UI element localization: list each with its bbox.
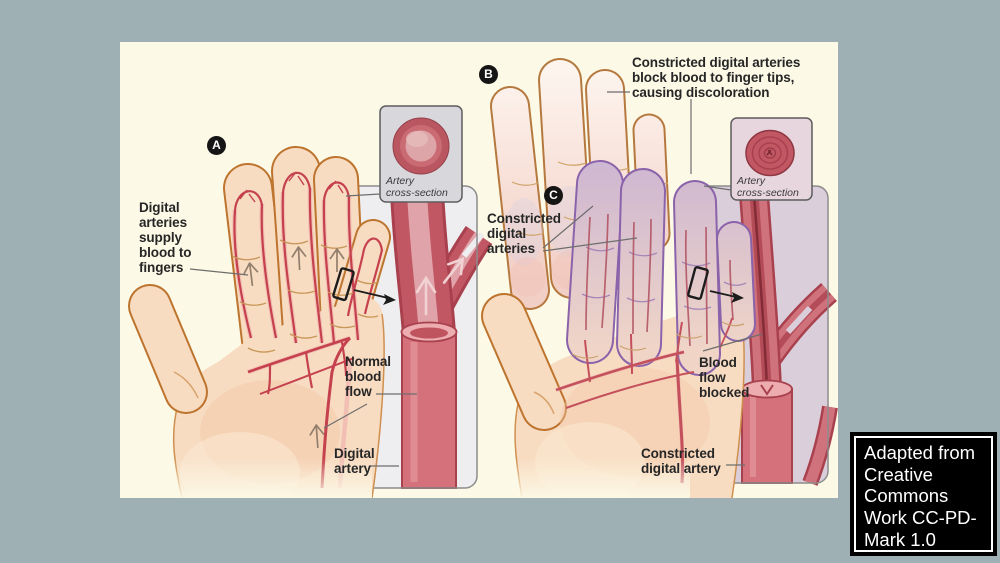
attribution-text: Adapted from Creative Commons Work CC-PD… <box>864 442 977 550</box>
normal-artery-illustration <box>390 190 493 489</box>
finger-creases <box>231 239 380 353</box>
digital-arteries <box>233 171 384 489</box>
leader-lines <box>189 91 763 467</box>
label-digital-arteries-supply: Digital arteries supply blood to fingers <box>139 200 192 275</box>
thumb <box>128 284 208 414</box>
cross-section-inset-right <box>730 117 813 201</box>
zoom-marker-left <box>332 267 396 305</box>
label-artery-cross-section-right: Artery cross-section <box>737 175 799 199</box>
badge-b: B <box>479 65 498 84</box>
label-constricted-digital-artery: Constricted digital artery <box>641 446 721 476</box>
label-normal-blood-flow: Normal blood flow <box>345 354 391 399</box>
label-artery-cross-section-left: Artery cross-section <box>386 175 448 199</box>
purple-finger-creases <box>581 246 747 310</box>
flow-direction-arrows <box>243 246 345 449</box>
hand-a-normal <box>128 146 396 498</box>
label-digital-artery: Digital artery <box>334 446 375 476</box>
knuckle-creases <box>571 321 745 359</box>
badge-a: A <box>207 136 226 155</box>
constricted-artery-illustration <box>739 192 838 486</box>
cross-section-inset-left <box>379 105 463 203</box>
attribution-border: Adapted from Creative Commons Work CC-PD… <box>854 436 993 552</box>
label-constricted-block-blood: Constricted digital arteries block blood… <box>632 55 801 100</box>
label-blood-flow-blocked: Blood flow blocked <box>699 355 750 400</box>
badge-c: C <box>544 186 563 205</box>
hand-bc-constricted <box>481 58 756 498</box>
attribution-box: Adapted from Creative Commons Work CC-PD… <box>850 432 997 556</box>
zoom-marker-right <box>687 266 744 303</box>
blood-flow-arrow <box>415 257 465 316</box>
constricted-digital-arteries <box>585 213 734 347</box>
thumb-b <box>481 293 567 431</box>
hands-artwork <box>128 58 838 498</box>
medical-illustration-panel: A B C Digital arteries supply blood to f… <box>120 42 838 498</box>
constricted-purple-fingers <box>566 160 756 376</box>
label-constricted-digital-arteries: Constricted digital arteries <box>487 211 561 256</box>
